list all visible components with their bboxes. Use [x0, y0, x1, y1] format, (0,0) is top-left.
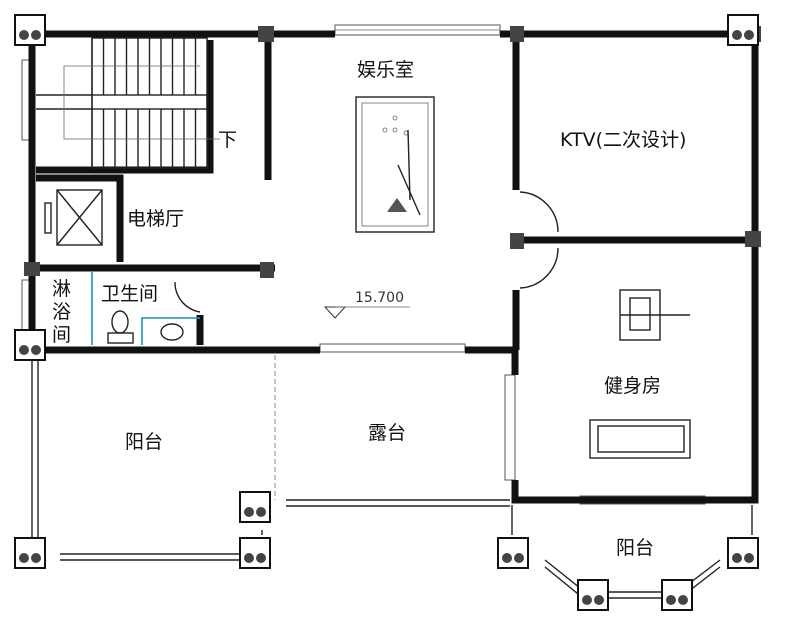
room-label-balcony-right: 阳台 — [616, 537, 654, 559]
column-pads — [14, 14, 759, 611]
gym-equipment-icon — [589, 289, 691, 459]
room-label-shower-3: 间 — [52, 324, 71, 346]
column-pad — [577, 579, 609, 611]
toilet-icon — [111, 310, 129, 334]
column-pad — [239, 537, 271, 569]
stair-direction-label: 下 — [218, 129, 237, 151]
room-label-shower-1: 淋 — [52, 278, 71, 300]
column-pad — [239, 491, 271, 523]
elevation-marker: 15.700 — [323, 290, 410, 319]
room-label-balcony-left: 阳台 — [125, 431, 163, 453]
balconies — [31, 350, 753, 599]
column-pad — [727, 14, 759, 46]
sink-icon — [160, 323, 184, 341]
staircase: 下 — [36, 37, 237, 169]
bathroom-fixtures — [91, 272, 201, 345]
room-label-entertainment: 娱乐室 — [357, 59, 414, 81]
column-pad — [497, 537, 529, 569]
elevator-icon — [44, 189, 103, 246]
column-pad — [14, 329, 46, 361]
doors — [519, 191, 559, 289]
column-pad — [661, 579, 693, 611]
room-label-ktv: KTV(二次设计) — [560, 129, 686, 151]
walls — [28, 30, 759, 504]
room-label-elevator-hall: 电梯厅 — [127, 208, 184, 230]
pool-table-icon — [355, 96, 435, 233]
room-label-toilet: 卫生间 — [101, 283, 158, 305]
room-label-shower-2: 浴 — [52, 301, 71, 323]
column-pad — [727, 537, 759, 569]
room-label-gym: 健身房 — [604, 375, 661, 397]
elevation-label: 15.700 — [355, 290, 404, 306]
column-pad — [14, 14, 46, 46]
room-label-terrace: 露台 — [368, 422, 406, 444]
column-pad — [14, 537, 46, 569]
